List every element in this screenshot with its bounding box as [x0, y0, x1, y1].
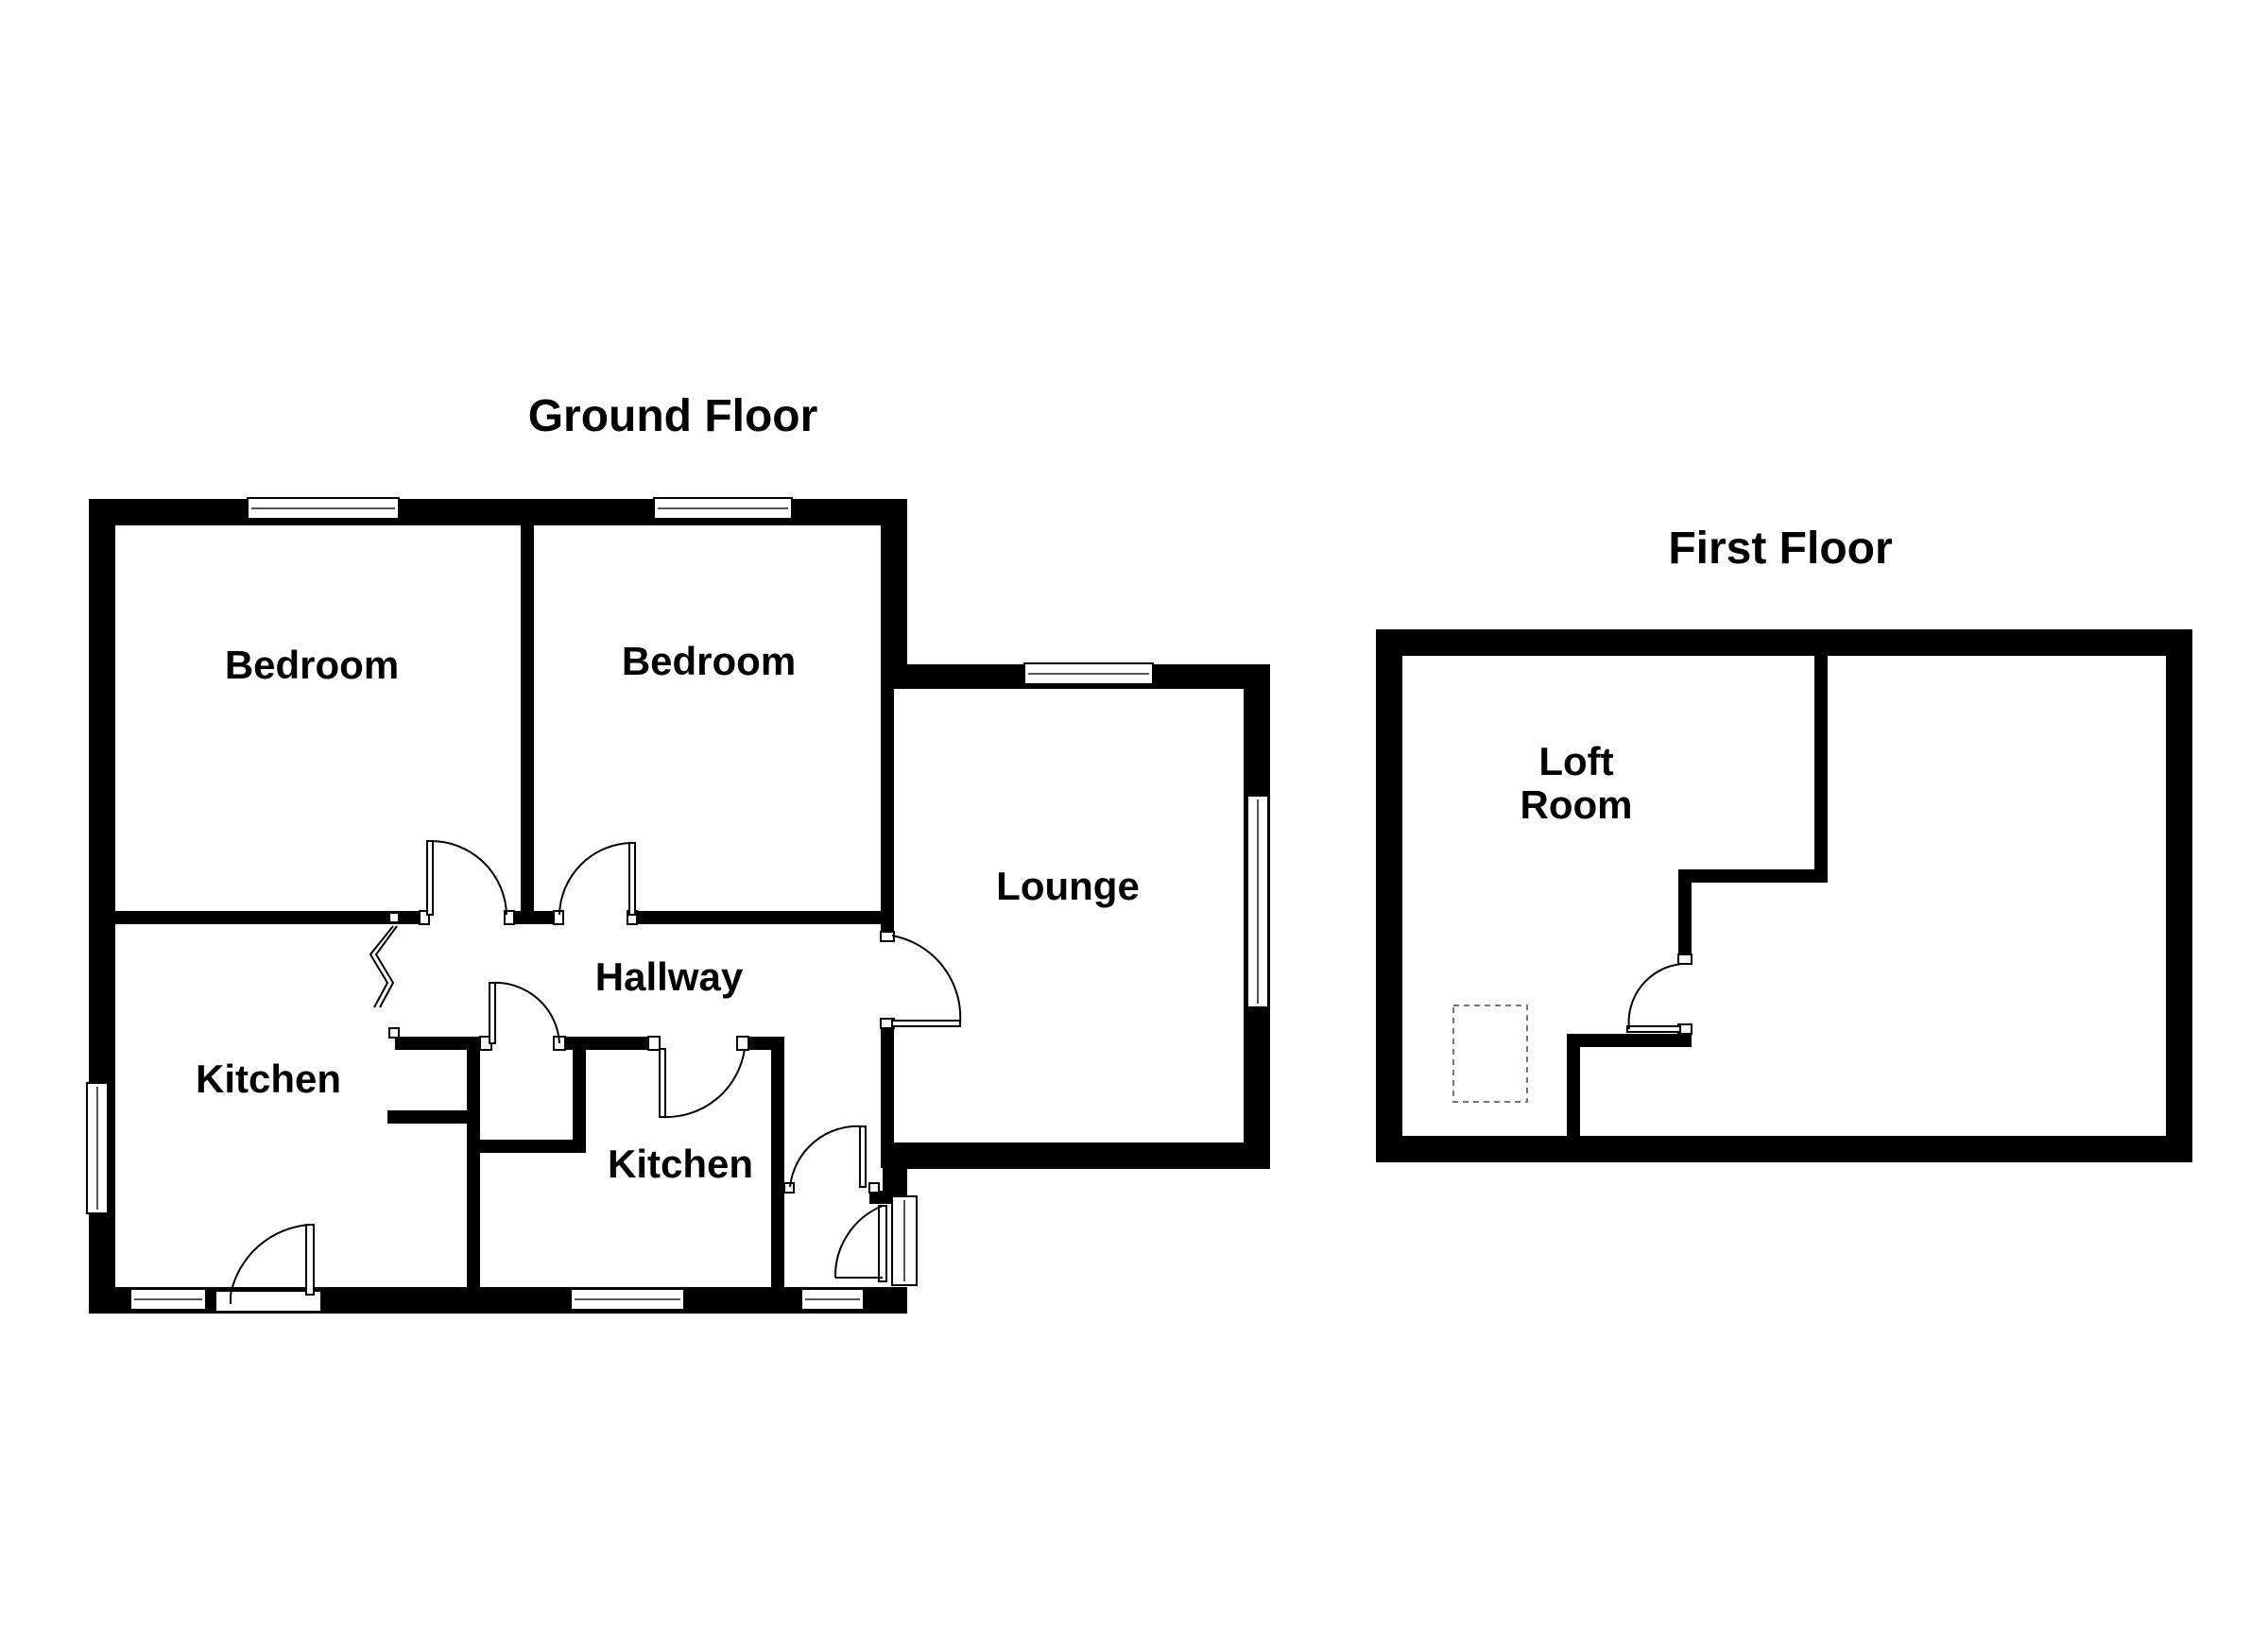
window — [129, 1288, 207, 1311]
window — [653, 497, 793, 520]
window — [247, 497, 400, 520]
wall — [1376, 629, 1402, 1162]
window — [1023, 662, 1154, 685]
loft-hatch — [1452, 1005, 1528, 1103]
ground-floor-title: Ground Floor — [528, 391, 818, 441]
wall — [387, 1110, 472, 1124]
wall — [1814, 656, 1828, 883]
ground-floor: Ground Floor Bedroom Bedroom Kitchen Hal… — [86, 391, 1270, 1314]
wall — [467, 1037, 480, 1288]
wall — [881, 499, 907, 667]
wall — [881, 1028, 894, 1168]
wall — [480, 1140, 586, 1153]
wall — [1567, 1034, 1692, 1047]
door — [783, 1125, 880, 1194]
door — [215, 1224, 322, 1313]
window — [891, 1195, 918, 1286]
door — [553, 842, 638, 925]
wall — [514, 911, 554, 924]
wall — [89, 1287, 907, 1314]
door — [647, 1036, 749, 1119]
room-label-lounge: Lounge — [996, 864, 1140, 908]
door — [833, 1205, 887, 1282]
wall — [395, 1037, 482, 1050]
wall — [637, 911, 883, 924]
window — [1246, 795, 1269, 1008]
first-floor: First Floor Loft Room — [1376, 524, 2192, 1162]
room-label-hallway: Hallway — [595, 954, 744, 999]
wall — [1376, 1136, 2192, 1162]
wall — [1678, 869, 1692, 954]
wall — [521, 525, 534, 911]
room-label-bedroom: Bedroom — [225, 643, 399, 687]
wall — [1678, 869, 1828, 883]
room-label-bedroom: Bedroom — [622, 639, 796, 683]
room-label-kitchen: Kitchen — [196, 1056, 341, 1101]
room-label-loft: Loft — [1538, 739, 1613, 783]
wall — [1567, 1034, 1580, 1138]
first-floor-walls — [1376, 629, 2192, 1162]
wall — [883, 1142, 1270, 1169]
wall — [115, 911, 420, 924]
wall — [573, 1045, 586, 1149]
wall — [883, 1287, 907, 1314]
first-floor-title: First Floor — [1668, 524, 1892, 574]
door — [1626, 953, 1692, 1035]
window — [800, 1288, 865, 1311]
room-label-kitchen: Kitchen — [608, 1142, 753, 1186]
door — [479, 981, 566, 1051]
room-label-room: Room — [1521, 782, 1633, 827]
wall — [2166, 629, 2192, 1162]
window — [570, 1288, 685, 1311]
door — [880, 931, 962, 1029]
wall — [771, 1037, 784, 1288]
ground-floor-windows — [86, 497, 1269, 1311]
wall — [881, 688, 894, 932]
window — [86, 1082, 109, 1214]
door — [369, 912, 400, 1039]
ground-floor-doors — [215, 839, 962, 1313]
wall — [1376, 629, 2192, 656]
door — [419, 839, 515, 925]
